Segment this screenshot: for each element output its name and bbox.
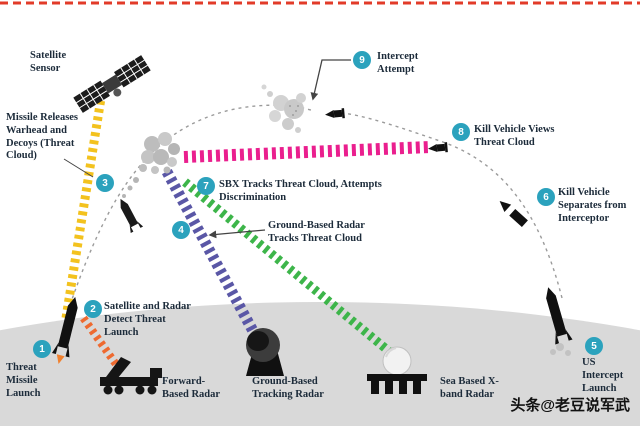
- satellite-sensor-icon: [73, 55, 151, 113]
- intercept-cloud: [261, 84, 306, 133]
- kill-vehicle-icon: [428, 142, 448, 153]
- sea-based-xband-radar-icon: [367, 346, 427, 394]
- kill-vehicle-view-beam: [183, 141, 431, 163]
- threat-launch-detection-beam: [61, 91, 107, 319]
- step-label-intercept-attempt: Intercept Attempt: [377, 51, 419, 75]
- ground-radar-beam: [161, 167, 265, 347]
- step-badge-8: 8: [452, 123, 470, 141]
- ground-based-tracking-radar-label: Ground-Based Tracking Radar: [252, 376, 324, 400]
- step-badge-2: 2: [84, 300, 102, 318]
- step-label-satellite-radar-detect: Satellite and Radar Detect Threat Launch: [104, 301, 191, 338]
- satellite-sensor-label: Satellite Sensor: [30, 50, 67, 74]
- threat-trajectory-arc: [69, 104, 315, 306]
- watermark-text: 头条@老豆说军武: [510, 397, 630, 414]
- step-label-ground-radar-tracks: Ground-Based Radar Tracks Threat Cloud: [268, 220, 365, 244]
- step-badge-1: 1: [33, 340, 51, 358]
- step-badge-6: 6: [537, 188, 555, 206]
- step-label-threat-missile-launch: Threat Missile Launch: [6, 362, 41, 399]
- forward-radar-beam: [78, 313, 124, 373]
- step-badge-4: 4: [172, 221, 190, 239]
- threat-missile-icon: [51, 297, 78, 364]
- step-badge-9: 9: [353, 51, 371, 69]
- step-label-kill-vehicle-separates: Kill Vehicle Separates from Interceptor: [558, 187, 627, 224]
- threat-cloud-label-line: [63, 158, 94, 178]
- interceptor-trajectory-arc: [333, 111, 563, 299]
- step-badge-7: 7: [197, 177, 215, 195]
- step-badge-5: 5: [585, 337, 603, 355]
- forward-based-radar-label: Forward-Based Radar: [162, 376, 221, 400]
- step-label-us-intercept-launch: US Intercept Launch: [582, 357, 624, 394]
- kill-vehicle-separation-icon: [499, 200, 528, 228]
- interceptor-exhaust: [550, 343, 571, 356]
- threat-missile-stage-icon: [120, 198, 144, 234]
- forward-based-radar-icon: [100, 357, 162, 395]
- sea-based-xband-radar-label: Sea Based X-band Radar: [440, 376, 499, 400]
- threat-cloud: [139, 132, 180, 174]
- intercept-attempt-arrow: [310, 59, 351, 101]
- us-interceptor-icon: [546, 287, 573, 345]
- step-label-missile-releases-decoys: Missile Releases Warhead and Decoys (Thr…: [6, 112, 79, 162]
- step-label-sbx-tracks: SBX Tracks Threat Cloud, Attempts Discri…: [219, 179, 382, 203]
- step-badge-3: 3: [96, 174, 114, 192]
- decoy-dots: [122, 177, 139, 198]
- step-label-kill-vehicle-views: Kill Vehicle Views Threat Cloud: [474, 124, 555, 148]
- ground-radar-label-arrow: [208, 229, 266, 239]
- earth-ground: [0, 302, 640, 426]
- kill-vehicle-intercept-icon: [325, 108, 345, 119]
- ground-based-tracking-radar-icon: [246, 328, 284, 376]
